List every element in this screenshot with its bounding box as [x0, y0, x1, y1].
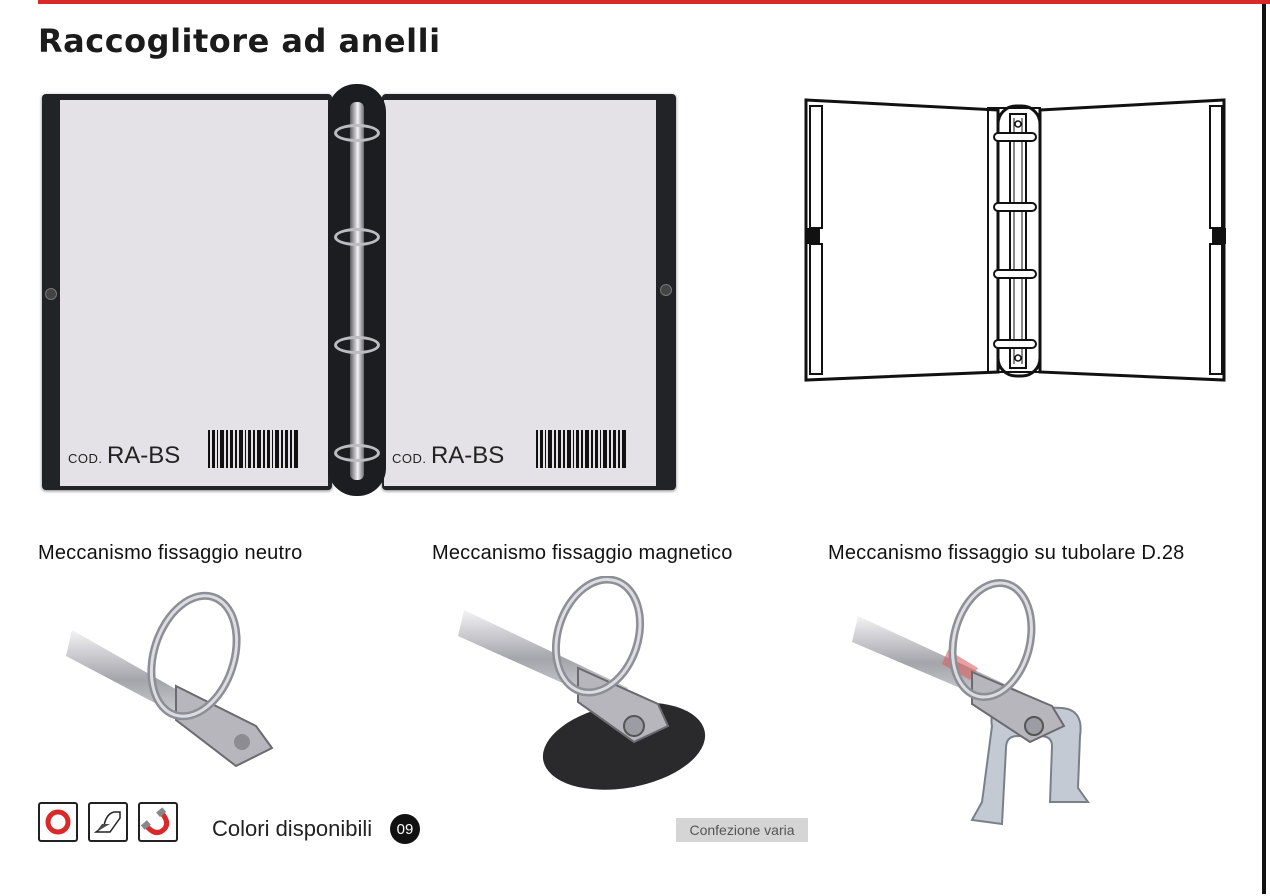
- ring: [334, 444, 380, 462]
- code-value: RA-BS: [430, 442, 505, 469]
- ring: [334, 228, 380, 246]
- page-edge-line: [1262, 4, 1266, 894]
- rivet: [660, 284, 672, 296]
- code-value: RA-BS: [106, 442, 181, 469]
- barcode-left: [206, 430, 302, 468]
- neutral-mechanism-image: [66, 591, 274, 768]
- page-title: Raccoglitore ad anelli: [38, 22, 441, 60]
- ring-icon: [38, 802, 78, 842]
- packaging-label: Confezione varia: [676, 818, 808, 842]
- ring-mechanism-bar: [350, 102, 364, 480]
- code-prefix: COD.: [392, 451, 427, 466]
- fold-icon: [88, 802, 128, 842]
- caption-magnetic: Meccanismo fissaggio magnetico: [432, 542, 733, 564]
- top-accent-rule: [38, 0, 1270, 4]
- sheet-left: [60, 100, 328, 486]
- colors-available-label: Colori disponibili: [212, 816, 373, 841]
- sheet-right: [384, 100, 656, 486]
- magnet-icon: [138, 802, 178, 842]
- binder-photo: COD. RA-BS COD. RA-BS: [40, 84, 680, 496]
- code-prefix: COD.: [68, 451, 103, 466]
- caption-tubular: Meccanismo fissaggio su tubolare D.28: [828, 542, 1185, 564]
- caption-neutral: Meccanismo fissaggio neutro: [38, 542, 303, 564]
- barcode-right: [534, 430, 630, 468]
- ring: [334, 336, 380, 354]
- binder-line-drawing: [804, 98, 1226, 382]
- ring: [334, 124, 380, 142]
- code-label-right: COD. RA-BS: [392, 442, 504, 470]
- code-label-left: COD. RA-BS: [68, 442, 180, 470]
- rivet: [45, 288, 57, 300]
- colors-count-badge: 09: [390, 814, 420, 844]
- tubular-mechanism-image: [852, 578, 1090, 826]
- magnetic-mechanism-image: [458, 576, 706, 790]
